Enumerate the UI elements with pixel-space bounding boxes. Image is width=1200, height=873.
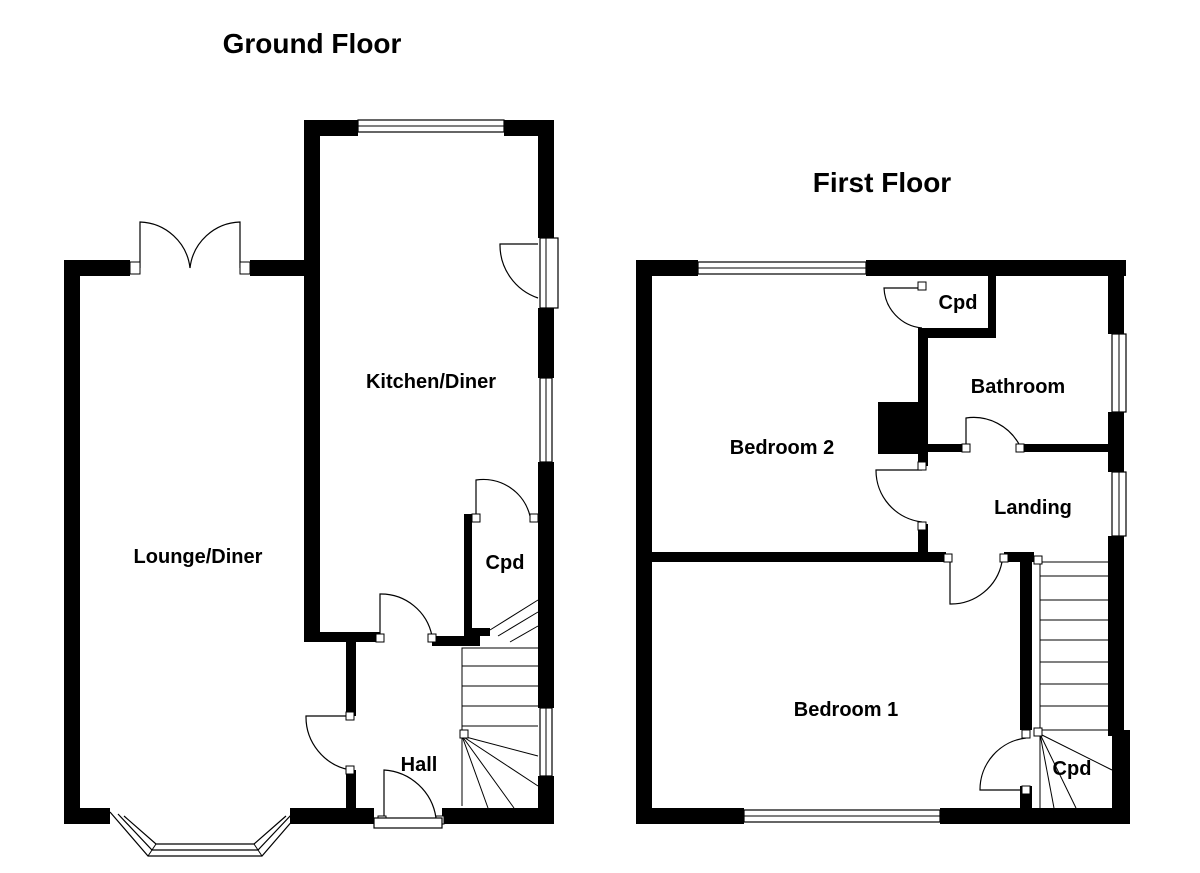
first-floor-title: First Floor [813,167,952,198]
first-floor-stairs [1033,555,1113,809]
room-label-bathroom: Bathroom [971,376,1065,398]
room-label-cupboard: Cpd [486,552,525,574]
ground-floor-stairs [459,599,539,809]
room-label-landing: Landing [994,497,1072,519]
room-label-bedroom-1: Bedroom 1 [794,699,898,721]
ground-floor-plan: Ground Floor [64,28,559,857]
ground-floor-title: Ground Floor [223,28,402,59]
first-floor-windows [697,261,1127,823]
room-label-cupboard-bottom: Cpd [1053,758,1092,780]
ground-floor-doors [129,221,559,829]
room-label-kitchen-diner: Kitchen/Diner [366,371,496,393]
room-label-hall: Hall [401,754,438,776]
first-floor-doors [875,281,1031,795]
room-label-bedroom-2: Bedroom 2 [730,437,834,459]
first-floor-plan: First Floor [636,167,1130,824]
first-floor-walls [636,260,1130,824]
ground-floor-windows [109,119,553,857]
ground-floor-walls [64,120,554,824]
room-label-lounge-diner: Lounge/Diner [134,546,263,568]
room-label-cupboard-top: Cpd [939,292,978,314]
